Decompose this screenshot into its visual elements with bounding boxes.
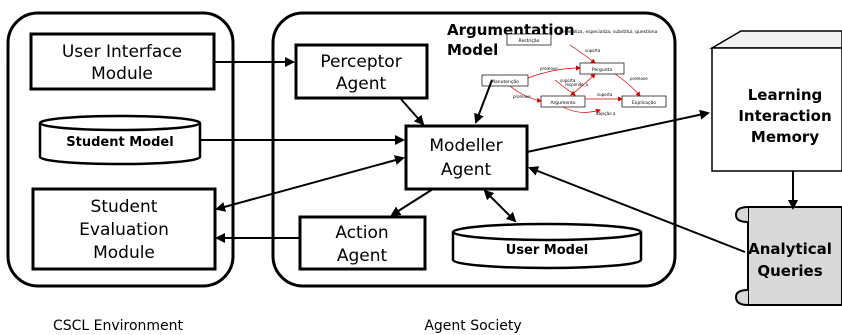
graph-edge-7: [562, 106, 601, 114]
student-model-node: Student Model: [38, 114, 202, 166]
user-interface-module-label-line-1: User Interface: [62, 42, 182, 62]
graph-edge-5-label: suporta: [560, 78, 576, 83]
graph-node-generaliza-label: generaliza, especializa, substitui, ques…: [559, 29, 658, 35]
action-agent-label-line-1: Action: [335, 223, 388, 243]
graph-edge-3-label: responde_a: [565, 82, 589, 87]
graph-edge-4-label: suporta: [597, 92, 613, 97]
cscl-environment-container: [6, 11, 235, 288]
arrow-perceptor-to-modeller: [399, 97, 425, 126]
graph-edge-6-label: promove: [630, 76, 648, 81]
student-evaluation-label-line-3: Module: [93, 243, 155, 263]
argumentation-model-title-line-2: Model: [447, 41, 498, 59]
learning-interaction-memory-label-line-3: Memory: [751, 128, 819, 146]
graph-node-explicacao: [621, 95, 667, 108]
graph-node-pergunta-label: Pergunta: [592, 67, 612, 73]
learning-interaction-memory-node: Learning Interaction Memory: [709, 30, 842, 172]
graph-edge-2: [509, 85, 542, 103]
arrow-argumentation-to-modeller: [474, 79, 493, 124]
modeller-agent-label-line-2: Agent: [441, 160, 492, 180]
graph-node-explicacao-label: Explicação: [632, 100, 656, 106]
student-model-label: Student Model: [66, 135, 173, 150]
agent-society-label: Agent Society: [424, 318, 521, 334]
analytical-queries-label-line-1: Analytical: [748, 240, 832, 258]
learning-interaction-memory-label-line-1: Learning: [748, 86, 823, 104]
action-agent-label-line-2: Agent: [337, 246, 388, 266]
graph-edge-1: [527, 65, 581, 79]
student-evaluation-label-line-2: Evaluation: [79, 220, 169, 240]
modeller-agent-node: Modeller Agent: [404, 124, 529, 191]
agent-society-container: [271, 11, 677, 288]
learning-interaction-memory-label-line-2: Interaction: [738, 107, 831, 125]
perceptor-agent-label-line-2: Agent: [336, 74, 387, 94]
scroll-top-curl: [734, 206, 749, 223]
perceptor-agent-label-line-1: Perceptor: [320, 52, 401, 72]
student-evaluation-module-node: Student Evaluation Module: [31, 187, 217, 271]
arrow-queries-to-modeller: [528, 166, 746, 253]
cscl-environment-label: CSCL Environment: [53, 318, 184, 334]
perceptor-agent-node: Perceptor Agent: [294, 43, 429, 100]
user-model-label: User Model: [506, 243, 589, 258]
action-agent-node: Action Agent: [298, 215, 427, 271]
arrow-modeller-to-action: [390, 188, 434, 217]
user-interface-module-label-line-2: Module: [91, 64, 153, 84]
graph-edge-8: [569, 44, 596, 64]
user-model-node: User Model: [451, 222, 643, 270]
graph-node-restricao: [506, 33, 552, 46]
graph-edge-1-label: promove: [540, 66, 558, 71]
argumentation-model-graph: Restrição generaliza, especializa, subst…: [481, 29, 667, 116]
student-evaluation-label-line-1: Student: [91, 197, 158, 217]
user-interface-module-node: User Interface Module: [29, 32, 216, 91]
graph-edge-7-label: objeção a: [596, 111, 616, 116]
graph-edge-2-label: promove: [513, 94, 531, 99]
arrow-modeller-to-memory: [526, 109, 710, 153]
graph-edge-8-label: suporta: [585, 48, 601, 53]
graph-edge-5: [554, 79, 576, 96]
analytical-queries-label-line-2: Queries: [757, 262, 822, 280]
analytical-queries-node: Analytical Queries: [734, 206, 842, 306]
arrow-modeller-user-model: [483, 189, 517, 223]
graph-node-manutencao: [481, 74, 529, 87]
scroll-bottom-curl: [734, 289, 749, 306]
modeller-agent-label-line-1: Modeller: [429, 136, 502, 156]
graph-edge-6: [614, 73, 641, 97]
graph-node-manutencao-label: Manutenção: [491, 79, 519, 85]
arrow-student-eval-modeller: [215, 155, 405, 212]
graph-node-restricao-label: Restrição: [519, 38, 540, 44]
graph-node-argumento-label: Argumento: [550, 100, 575, 106]
